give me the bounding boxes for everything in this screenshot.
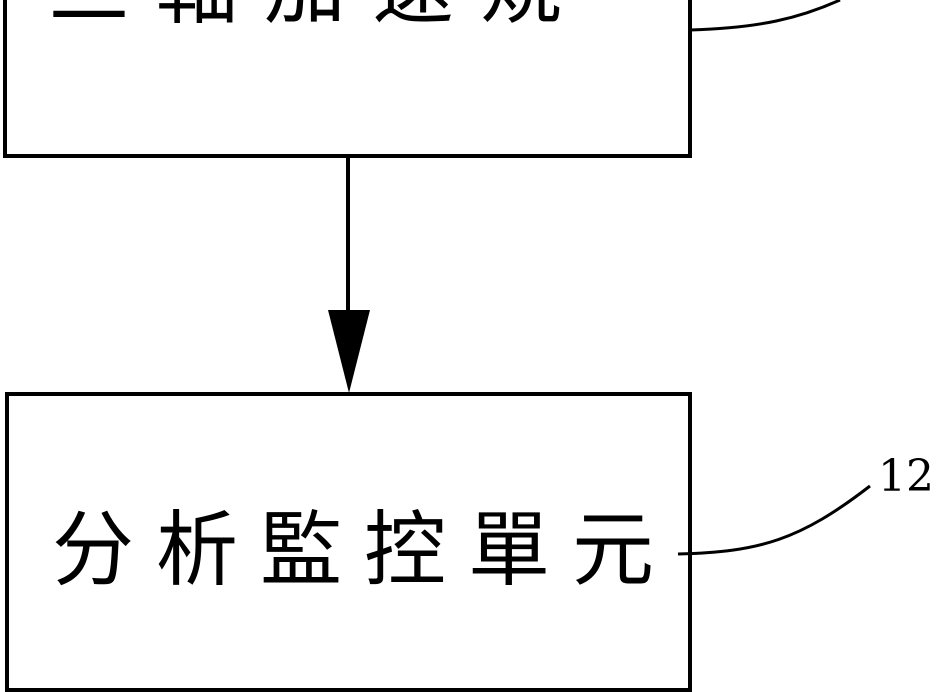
- connectors: [328, 0, 871, 556]
- leader-line-12: [677, 484, 871, 556]
- accelerometer-label: 三軸加速規: [48, 0, 588, 30]
- analysis-monitor-unit-label: 分析監控單元: [52, 503, 677, 598]
- reference-numeral-12: 12: [878, 451, 934, 502]
- accelerometer-block: [3, 0, 692, 158]
- flow-arrow-head: [328, 310, 370, 393]
- analysis-monitor-unit-block: [5, 392, 692, 692]
- leader-line-11: [689, 0, 841, 32]
